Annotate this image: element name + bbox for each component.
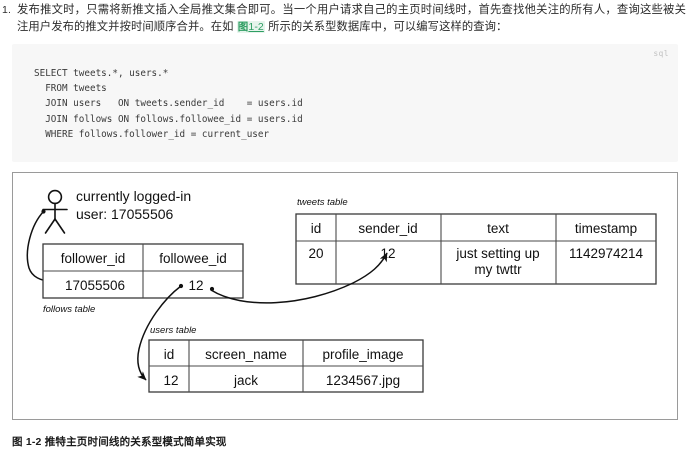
users-cell-screen-name: jack xyxy=(233,373,258,388)
users-table: id screen_name profile_image 12 jack 123… xyxy=(148,339,424,393)
tweets-cell-text-line1: just setting up xyxy=(455,246,539,261)
users-cell-id: 12 xyxy=(163,373,178,388)
figure-ref-label: 图 xyxy=(237,21,249,33)
logged-in-user-line2: user: 17055506 xyxy=(76,206,174,222)
sql-code: SELECT tweets.*, users.* FROM tweets JOI… xyxy=(34,68,303,140)
arrow-users-id-to-sender-id xyxy=(210,252,388,304)
tweets-header-timestamp: timestamp xyxy=(575,221,637,236)
users-header-screen-name: screen_name xyxy=(205,347,287,362)
intro-text: 发布推文时，只需将新推文插入全局推文集合即可。当一个用户请求自己的主页时间线时，… xyxy=(17,2,686,36)
tweets-header-id: id xyxy=(311,221,322,236)
er-diagram: currently logged-in user: 17055506 follo… xyxy=(26,188,657,393)
tweets-header-text: text xyxy=(487,221,509,236)
follows-table-caption: follows table xyxy=(43,304,95,315)
intro-text-part1: 发布推文时，只需将新推文插入全局推文集合即可。当一个用户请求自己的主页时间线时，… xyxy=(17,4,686,33)
list-number: 1. xyxy=(2,4,11,16)
follows-cell-followee-id: 12 xyxy=(188,278,203,293)
logged-in-user-line1: currently logged-in xyxy=(76,188,191,204)
follows-header-followee-id: followee_id xyxy=(159,251,227,266)
tweets-table: id sender_id text timestamp 20 12 just s… xyxy=(295,213,657,285)
follows-table: follower_id followee_id 17055506 12 xyxy=(42,243,244,299)
figure-caption: 图 1-2 推特主页时间线的关系型模式简单实现 xyxy=(12,436,227,448)
stick-figure-icon xyxy=(42,189,68,234)
arrow-sender-id-curve xyxy=(209,286,215,292)
users-header-id: id xyxy=(164,347,175,362)
users-cell-profile-image: 1234567.jpg xyxy=(326,373,400,388)
tweets-table-caption: tweets table xyxy=(297,197,348,208)
tweets-header-sender-id: sender_id xyxy=(358,221,417,236)
users-table-caption: users table xyxy=(150,325,196,336)
follows-header-follower-id: follower_id xyxy=(61,251,126,266)
follows-cell-follower-id: 17055506 xyxy=(65,278,125,293)
users-header-profile-image: profile_image xyxy=(322,347,403,362)
arrow-followee-id-to-users-id xyxy=(137,283,184,381)
figure-reference-link[interactable]: 图1-2 xyxy=(236,21,265,33)
code-block[interactable]: sql SELECT tweets.*, users.* FROM tweets… xyxy=(12,44,678,162)
intro-paragraph: 1. 发布推文时，只需将新推文插入全局推文集合即可。当一个用户请求自己的主页时间… xyxy=(0,2,690,36)
code-language-label: sql xyxy=(653,49,669,58)
tweets-cell-timestamp: 1142974214 xyxy=(569,246,644,261)
tweets-cell-text-line2: my twttr xyxy=(474,262,522,277)
intro-text-part2: 所示的关系型数据库中，可以编写这样的查询： xyxy=(264,21,508,33)
tweets-cell-id: 20 xyxy=(308,246,323,261)
figure-frame: currently logged-in user: 17055506 follo… xyxy=(12,172,678,420)
figure-ref-number: 1-2 xyxy=(248,21,264,33)
